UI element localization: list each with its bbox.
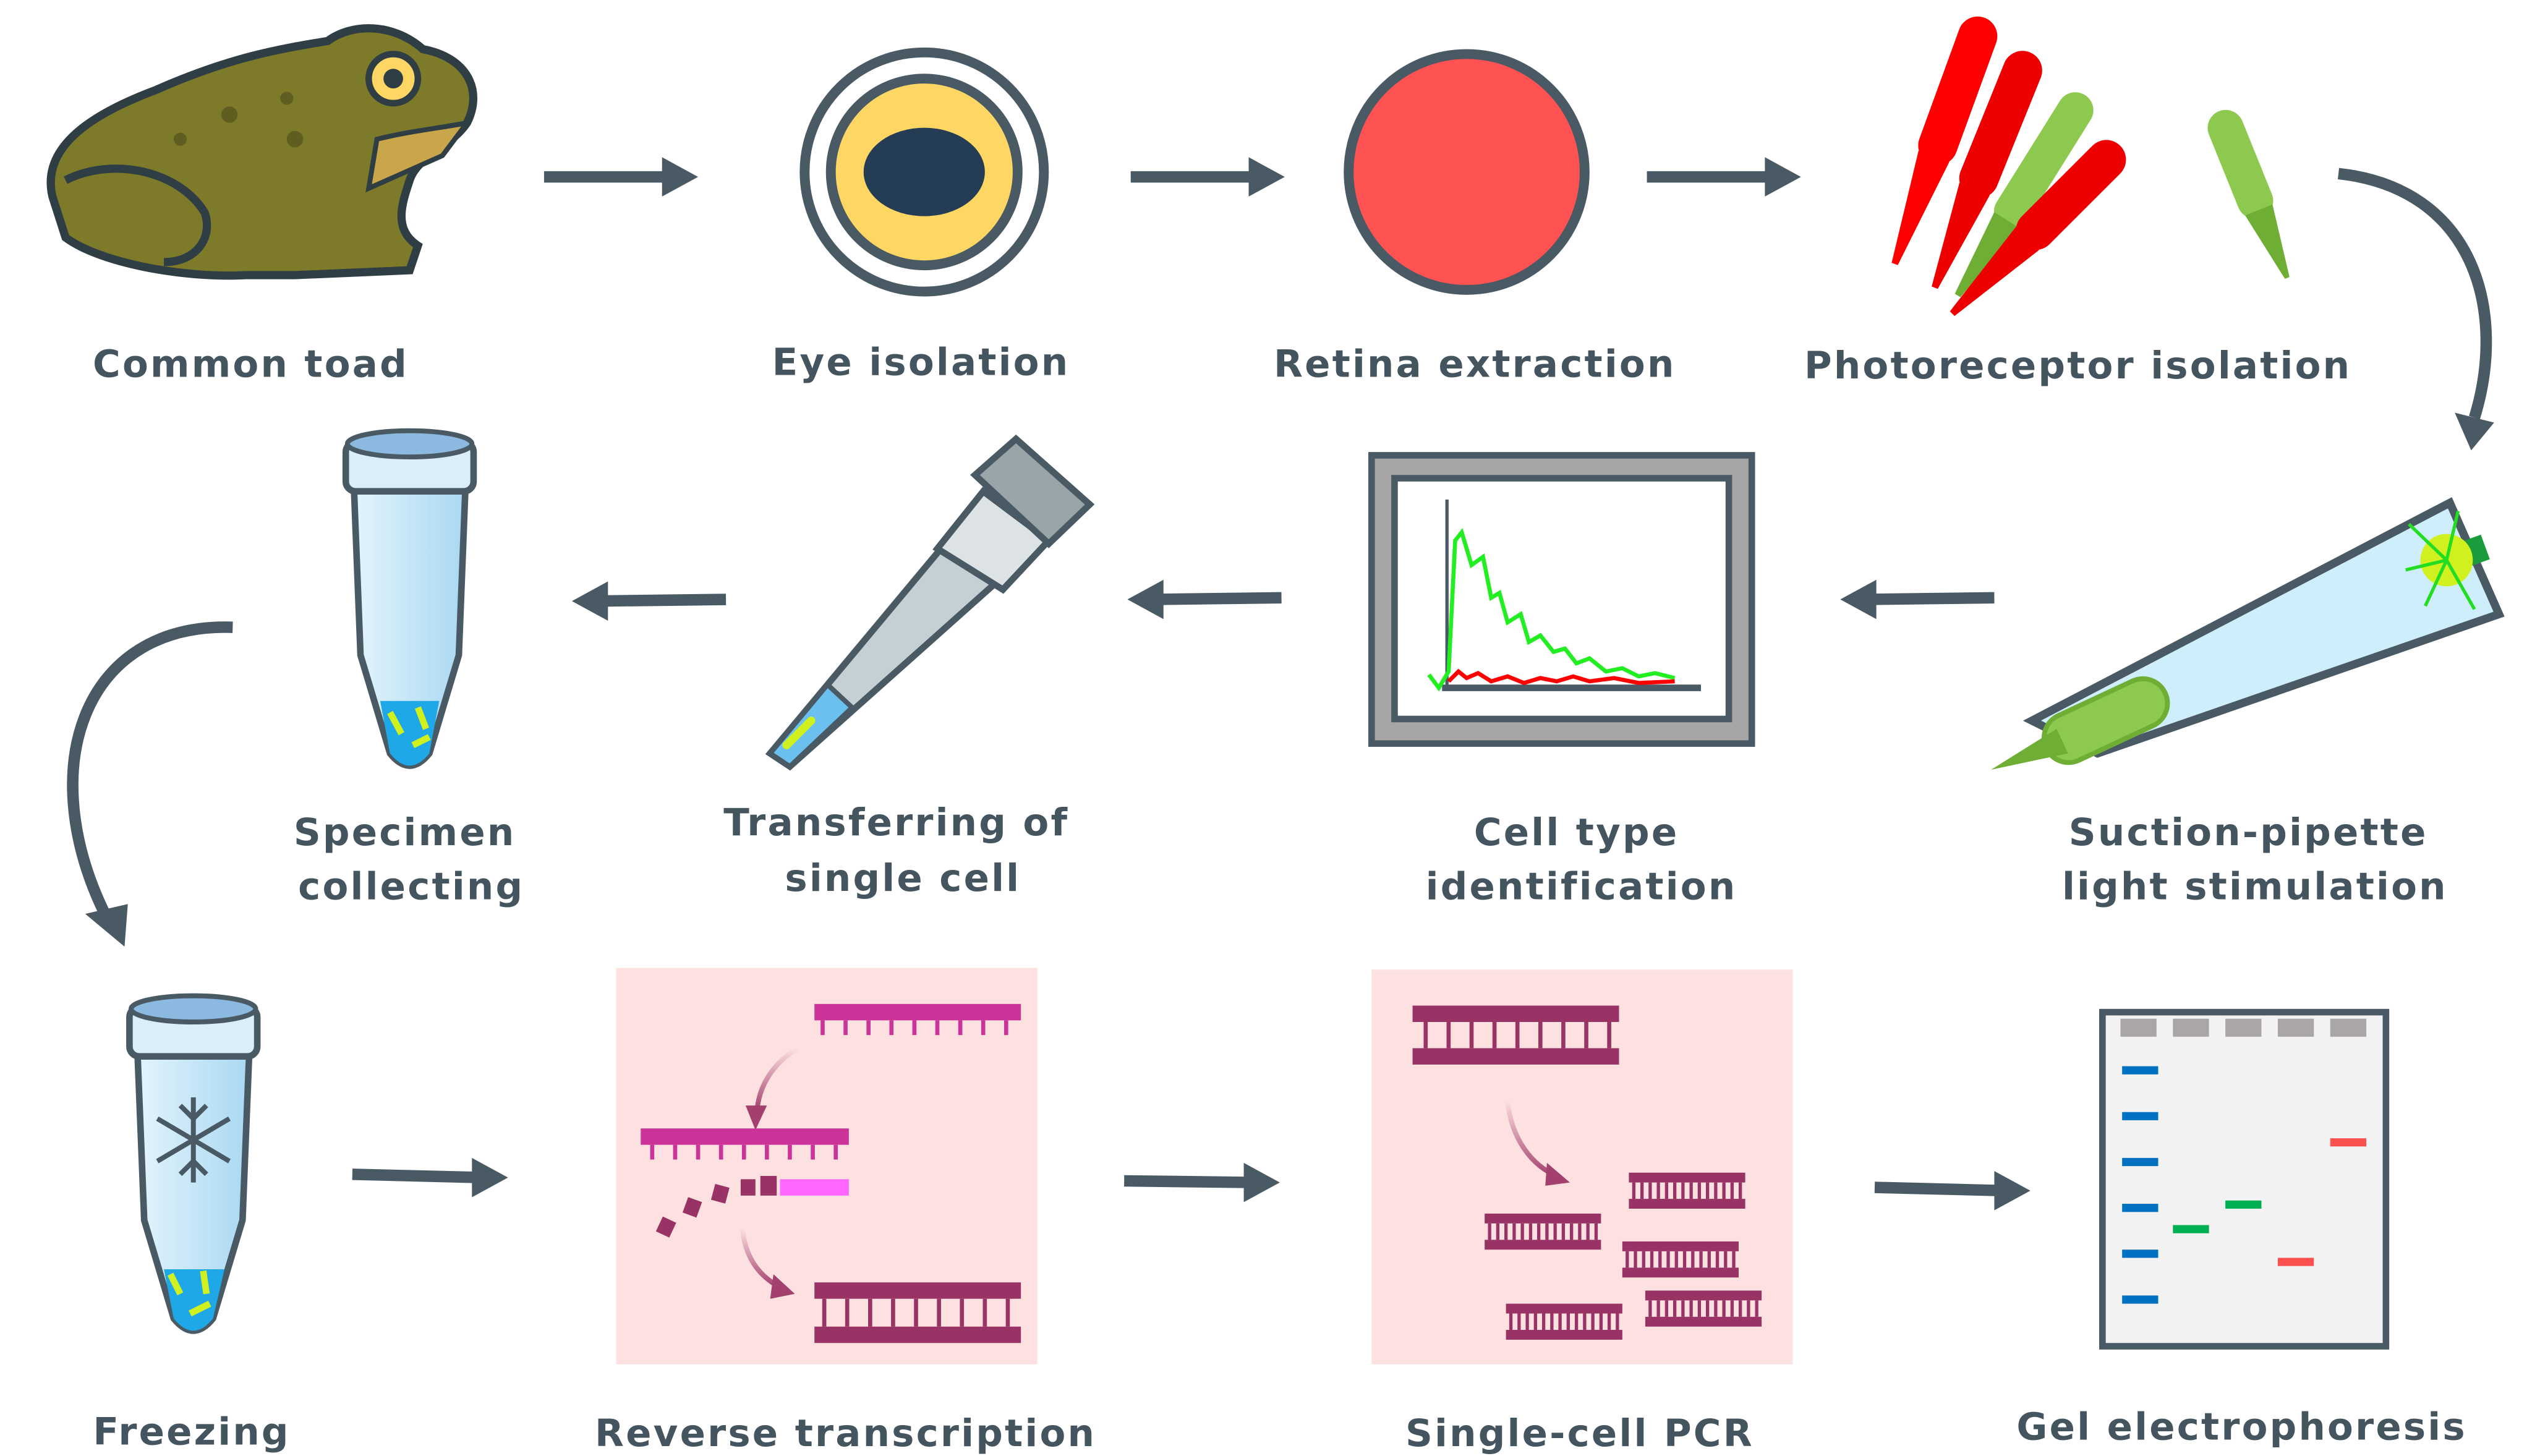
step-label-transferring-2: single cell [785,856,1021,900]
step-label-freezing: Freezing [93,1410,290,1454]
monitor-trace-illustration [1368,452,1755,747]
curved-arrow-down-icon [2338,168,2494,451]
arrow-left-icon [571,581,727,621]
arrow-left-icon [1840,579,1995,619]
transfer-pipette-illustration [765,434,1095,771]
step-label-gel-electrophoresis: Gel electrophoresis [2016,1405,2466,1449]
step-label-single-cell-pcr: Single-cell PCR [1405,1411,1754,1455]
step-label-cell-type-1: Cell type [1474,811,1679,854]
arrow-right-icon [1647,157,1801,197]
step-label-specimen-2: collecting [298,864,524,908]
step-label-suction-pipette-2: light stimulation [2062,864,2448,908]
photoreceptor-illustration [1891,16,2290,317]
arrow-left-icon [1127,579,1282,619]
arrow-right-icon [543,157,699,197]
toad-illustration [46,24,477,280]
step-label-reverse-transcription: Reverse transcription [595,1411,1096,1455]
arrow-right-icon [1124,1162,1280,1203]
suction-pipette-illustration [1991,497,2505,770]
step-label-photoreceptor-isolation: Photoreceptor isolation [1804,344,2351,388]
arrow-right-icon [1874,1171,2031,1211]
step-label-eye-isolation: Eye isolation [772,341,1070,385]
retina-illustration [1344,49,1590,295]
curved-arrow-down-icon [67,621,233,947]
eye-illustration [799,47,1049,297]
specimen-tube-illustration [342,428,477,769]
step-label-retina-extraction: Retina extraction [1274,342,1676,386]
single-cell-pcr-illustration [1371,969,1793,1364]
arrow-right-icon [352,1157,508,1198]
snowflake-icon [156,1097,231,1183]
reverse-transcription-illustration [616,968,1038,1364]
step-label-suction-pipette-1: Suction-pipette [2069,811,2428,854]
step-label-specimen-1: Specimen [294,811,516,854]
arrow-right-icon [1130,157,1285,197]
frozen-tube-illustration [126,993,261,1334]
step-label-common-toad: Common toad [93,342,409,386]
gel-illustration [2099,1008,2390,1350]
step-label-transferring-1: Transferring of [723,801,1069,845]
step-label-cell-type-2: identification [1426,864,1737,908]
